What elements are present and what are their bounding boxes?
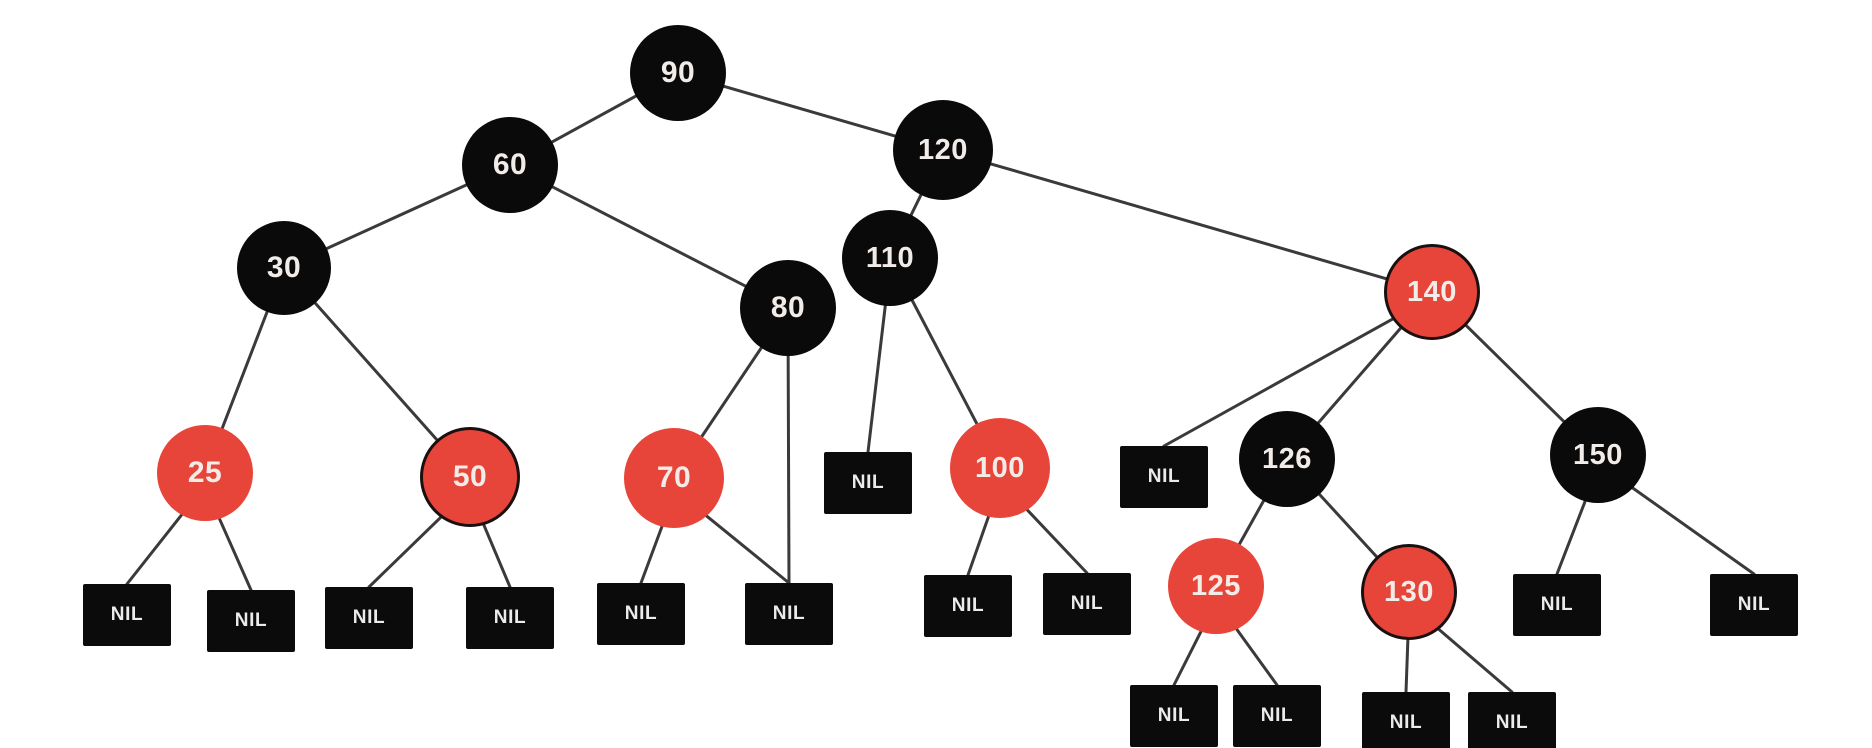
tree-node-70[interactable]: 70 (624, 428, 724, 528)
tree-edge (908, 191, 924, 219)
nil-leaf-label: NIL (234, 610, 268, 631)
tree-node-label: 110 (865, 241, 915, 274)
tree-edge (966, 513, 991, 577)
tree-node-label: 150 (1573, 438, 1623, 471)
nil-leaf-node[interactable]: NIL (1468, 692, 1556, 748)
tree-edge (1234, 626, 1279, 687)
tree-edge (125, 511, 185, 586)
nil-leaf-label: NIL (772, 603, 806, 624)
nil-leaf-node[interactable]: NIL (325, 587, 413, 649)
tree-edge (1172, 628, 1204, 687)
tree-node-80[interactable]: 80 (740, 260, 836, 356)
tree-edge (217, 515, 253, 592)
nil-leaf-label: NIL (1260, 705, 1294, 726)
tree-edge (549, 184, 749, 289)
tree-edge (786, 352, 791, 585)
tree-node-label: 120 (918, 133, 968, 166)
tree-edge (220, 308, 270, 432)
nil-leaf-node[interactable]: NIL (824, 452, 912, 514)
tree-edge (699, 344, 764, 440)
tree-node-label: 80 (770, 291, 806, 324)
tree-node-60[interactable]: 60 (462, 117, 558, 213)
nil-leaf-node[interactable]: NIL (83, 584, 171, 646)
nil-leaf-node[interactable]: NIL (1710, 574, 1798, 636)
tree-edge (639, 523, 665, 585)
tree-node-100[interactable]: 100 (950, 418, 1050, 518)
tree-node-label: 140 (1407, 275, 1457, 308)
nil-leaf-node[interactable]: NIL (1233, 685, 1321, 747)
nil-leaf-label: NIL (1495, 712, 1529, 733)
tree-node-30[interactable]: 30 (237, 221, 331, 315)
nil-leaf-node[interactable]: NIL (1362, 692, 1450, 748)
nil-leaf-label: NIL (1540, 594, 1574, 615)
nil-leaf-label: NIL (1070, 593, 1104, 614)
nil-leaf-label: NIL (951, 595, 985, 616)
nil-leaf-label: NIL (624, 603, 658, 624)
tree-node-120[interactable]: 120 (893, 100, 993, 200)
tree-edge (312, 300, 440, 443)
tree-node-label: 25 (187, 456, 223, 489)
tree-edge (987, 161, 1390, 281)
nil-leaf-node[interactable]: NIL (1130, 685, 1218, 747)
tree-edge (1555, 497, 1588, 576)
tree-node-label: 125 (1191, 569, 1241, 602)
tree-node-90[interactable]: 90 (630, 25, 726, 121)
tree-edge (1629, 485, 1756, 576)
tree-node-25[interactable]: 25 (157, 425, 253, 521)
nil-leaf-node[interactable]: NIL (924, 575, 1012, 637)
tree-edge (367, 514, 444, 589)
tree-edge (1236, 497, 1267, 548)
nil-leaf-node[interactable]: NIL (1513, 574, 1601, 636)
nil-leaf-label: NIL (352, 607, 386, 628)
tree-node-label: 30 (266, 251, 302, 284)
nil-leaf-label: NIL (110, 604, 144, 625)
nil-leaf-label: NIL (1389, 712, 1423, 733)
tree-node-125[interactable]: 125 (1168, 538, 1264, 634)
tree-node-140[interactable]: 140 (1384, 244, 1480, 340)
tree-node-label: 60 (492, 148, 528, 181)
tree-edge (1024, 506, 1089, 575)
nil-leaf-label: NIL (1147, 466, 1181, 487)
tree-edge (703, 513, 791, 585)
tree-node-130[interactable]: 130 (1361, 544, 1457, 640)
nil-leaf-node[interactable]: NIL (1043, 573, 1131, 635)
nil-leaf-node[interactable]: NIL (745, 583, 833, 645)
tree-node-110[interactable]: 110 (842, 210, 938, 306)
tree-node-label: 90 (660, 56, 696, 89)
tree-edge (1315, 325, 1404, 426)
nil-leaf-label: NIL (851, 472, 885, 493)
tree-edge (720, 84, 899, 139)
tree-edge (548, 93, 640, 145)
nil-leaf-label: NIL (1157, 705, 1191, 726)
tree-edge (866, 302, 888, 454)
tree-edge (1463, 322, 1567, 425)
tree-edge (481, 521, 512, 589)
tree-edge (323, 182, 470, 251)
tree-node-126[interactable]: 126 (1239, 411, 1335, 507)
nil-leaf-node[interactable]: NIL (1120, 446, 1208, 508)
nil-leaf-label: NIL (1737, 594, 1771, 615)
tree-node-label: 126 (1262, 442, 1312, 475)
tree-edge (1404, 636, 1410, 694)
tree-edge (1435, 626, 1514, 694)
tree-node-label: 50 (452, 460, 488, 493)
tree-node-label: 100 (975, 451, 1025, 484)
nil-leaf-node[interactable]: NIL (466, 587, 554, 649)
tree-node-150[interactable]: 150 (1550, 407, 1646, 503)
nil-leaf-node[interactable]: NIL (207, 590, 295, 652)
tree-node-label: 130 (1384, 575, 1434, 608)
tree-node-50[interactable]: 50 (420, 427, 520, 527)
tree-edge (1316, 491, 1380, 560)
tree-node-label: 70 (656, 461, 692, 494)
nil-leaf-node[interactable]: NIL (597, 583, 685, 645)
tree-edge (909, 297, 980, 427)
nil-leaf-label: NIL (493, 607, 527, 628)
